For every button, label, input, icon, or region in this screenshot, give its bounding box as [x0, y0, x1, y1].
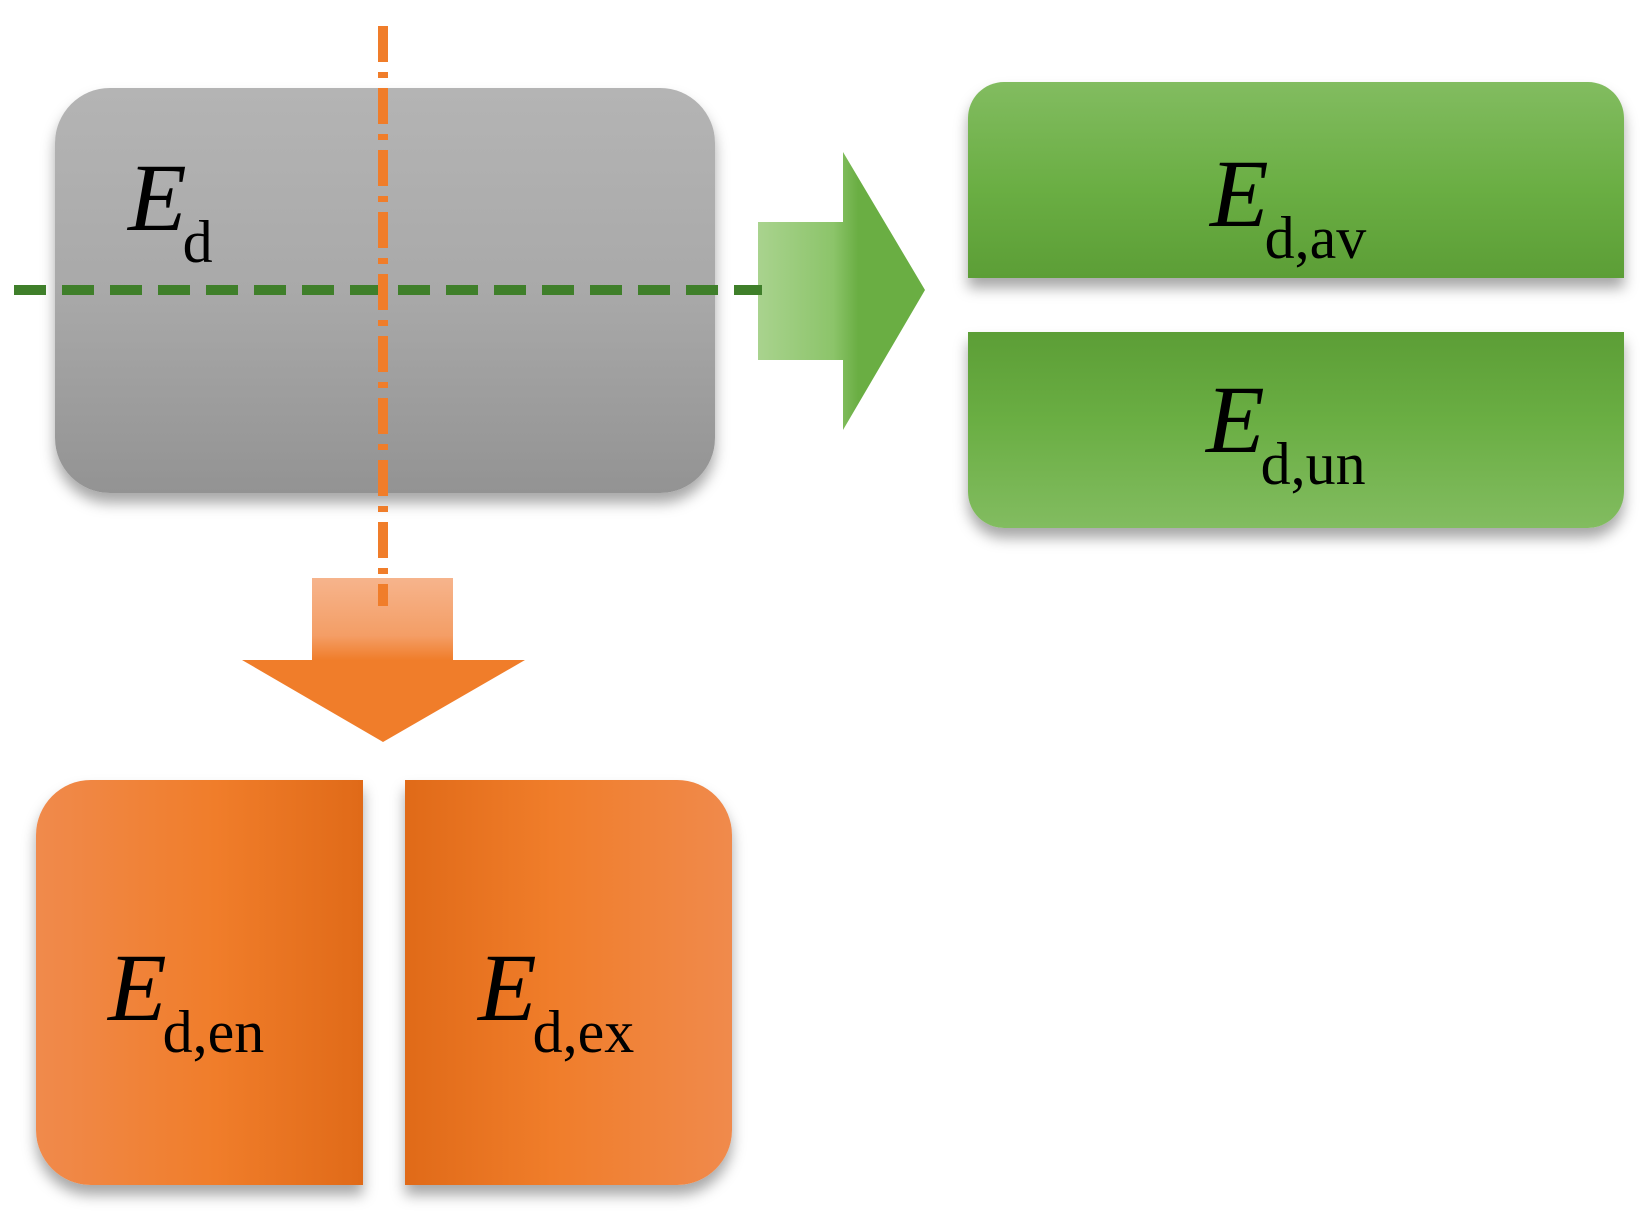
orange-down-arrow-icon — [242, 578, 525, 742]
green-right-arrow-icon — [758, 152, 925, 430]
label-ed-en: Ed,en — [108, 940, 264, 1063]
label-ed-subscript: d — [182, 209, 213, 275]
box-ed-un — [968, 332, 1624, 528]
box-ed-en — [36, 780, 363, 1185]
label-ed-ex-subscript: d,ex — [532, 999, 635, 1065]
label-ed-un: Ed,un — [1206, 372, 1366, 495]
label-ed-ex-symbol: E — [478, 934, 537, 1041]
box-ed-av — [968, 82, 1624, 278]
label-ed-symbol: E — [128, 144, 187, 251]
label-ed: Ed — [128, 150, 213, 273]
label-ed-un-symbol: E — [1206, 366, 1265, 473]
label-ed-un-subscript: d,un — [1260, 431, 1366, 497]
label-ed-av-subscript: d,av — [1264, 205, 1367, 271]
label-ed-en-subscript: d,en — [162, 999, 265, 1065]
label-ed-en-symbol: E — [108, 934, 167, 1041]
box-ed-ex — [405, 780, 732, 1185]
label-ed-av: Ed,av — [1210, 146, 1366, 269]
label-ed-ex: Ed,ex — [478, 940, 634, 1063]
label-ed-av-symbol: E — [1210, 140, 1269, 247]
